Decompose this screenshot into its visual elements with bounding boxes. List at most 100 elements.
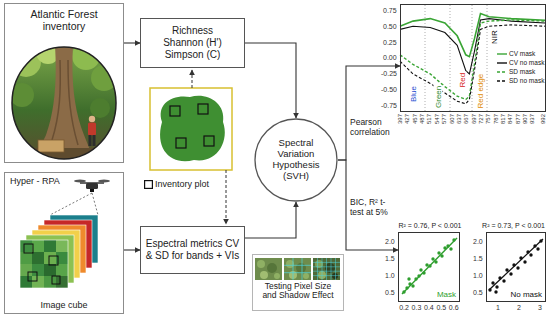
legend-sample bbox=[497, 80, 507, 81]
image-cube bbox=[20, 264, 32, 276]
canopy-image bbox=[332, 273, 338, 279]
scatter-points bbox=[502, 279, 505, 282]
tick-label: 907 bbox=[522, 114, 528, 124]
tick-label: 637 bbox=[456, 114, 462, 124]
flow-arrow bbox=[338, 160, 398, 250]
legend-entry: SD no mask bbox=[496, 77, 545, 84]
tick-label: 1.5 bbox=[385, 255, 395, 262]
image-cube bbox=[56, 276, 68, 288]
flow-arrow bbox=[245, 202, 296, 238]
metrics-box: Espectral metrics CV & SD for bands + VI… bbox=[140, 226, 245, 274]
scatter-points bbox=[536, 247, 539, 250]
image-cube bbox=[44, 264, 56, 276]
legend-sample bbox=[497, 60, 507, 66]
tick-label: 607 bbox=[449, 114, 455, 124]
band-label: Red edge bbox=[476, 73, 485, 110]
node-text: Testing Pixel Size and Shadow Effect bbox=[257, 282, 339, 301]
scatter-points bbox=[422, 271, 425, 274]
canopy-image bbox=[284, 258, 311, 280]
forest-photo bbox=[88, 123, 96, 136]
image-cube bbox=[28, 272, 37, 281]
view-lines bbox=[50, 193, 92, 215]
scatter-points bbox=[523, 260, 526, 263]
scatter-points bbox=[449, 247, 452, 250]
flow-arrow bbox=[338, 66, 400, 160]
flow-arrow bbox=[124, 42, 140, 43]
image-cube bbox=[32, 252, 44, 264]
scatter-points bbox=[434, 260, 437, 263]
scatter-points bbox=[402, 238, 457, 294]
flow-arrow bbox=[124, 249, 140, 250]
tick-label: 427 bbox=[404, 114, 410, 124]
forest-fragment bbox=[150, 88, 232, 170]
legend-text: CV mask bbox=[509, 50, 535, 57]
band-divider bbox=[425, 5, 487, 111]
tick-label: 937 bbox=[529, 114, 535, 124]
forest-photo bbox=[38, 140, 64, 152]
image-cube bbox=[56, 240, 68, 252]
scatter-points bbox=[446, 244, 449, 247]
scatter-points bbox=[437, 251, 440, 254]
forest-fragment bbox=[176, 138, 186, 148]
band-divider bbox=[425, 5, 487, 111]
forest-photo bbox=[10, 45, 120, 163]
edge-label: Pearson correlation bbox=[350, 118, 394, 138]
legend-sample bbox=[497, 71, 507, 72]
hypothesis-circle: Spectral Variation Hypothesis (SVH) bbox=[254, 118, 338, 202]
scatter-points bbox=[440, 254, 443, 257]
view-lines bbox=[50, 193, 98, 215]
tick-label: 0.50 bbox=[383, 23, 397, 30]
image-cube bbox=[20, 240, 68, 288]
forest-photo bbox=[10, 148, 120, 162]
scatter-points bbox=[529, 253, 532, 256]
dashed-arrow bbox=[226, 170, 227, 224]
tick-label: 0.5 bbox=[473, 289, 483, 296]
canopy-image bbox=[296, 263, 306, 273]
scatter-points bbox=[443, 246, 446, 249]
legend-entry: SD mask bbox=[496, 68, 536, 75]
legend-sample bbox=[497, 78, 507, 84]
scatter-points bbox=[411, 284, 414, 287]
legend-sample bbox=[497, 62, 507, 63]
panel-title: Hyper - RPA bbox=[10, 176, 60, 186]
edge-label: BIC, R² t-test at 5% bbox=[350, 198, 397, 218]
node-text: Espectral metrics CV & SD for bands + VI… bbox=[146, 238, 240, 262]
box-title: Richness bbox=[172, 25, 213, 37]
hypothesis-outline bbox=[255, 119, 337, 201]
forest-fragment bbox=[198, 104, 208, 114]
view-lines bbox=[92, 193, 98, 215]
scatter-points bbox=[452, 238, 455, 241]
tick-label: 1.5 bbox=[473, 255, 483, 262]
fit-statistic: R² = 0.73, P < 0.001 bbox=[482, 222, 545, 230]
tick-label: 577 bbox=[441, 114, 447, 124]
tick-label: 0.6 bbox=[449, 304, 459, 311]
forest-photo bbox=[12, 47, 116, 159]
canopy-image bbox=[313, 258, 340, 280]
scatter-points bbox=[402, 290, 405, 293]
tick-label: 787 bbox=[493, 114, 499, 124]
tick-label: 697 bbox=[471, 114, 477, 124]
forest-photo bbox=[72, 42, 100, 70]
canopy-image bbox=[255, 258, 282, 280]
scatter-points bbox=[405, 286, 408, 289]
tick-label: 2 bbox=[517, 304, 521, 311]
image-cube bbox=[32, 240, 44, 252]
scatter-plot: R² = 0.76, P < 0.001Mask bbox=[398, 232, 460, 302]
forest-fragment bbox=[150, 88, 232, 170]
dashed-arrow bbox=[192, 70, 193, 88]
tick-label: 727 bbox=[478, 114, 484, 124]
canopy-image bbox=[267, 263, 277, 273]
tick-label: 757 bbox=[485, 114, 491, 124]
scatter-points bbox=[519, 256, 522, 259]
scatter-points bbox=[431, 257, 434, 260]
image-cube bbox=[44, 240, 56, 252]
scatter-points bbox=[539, 239, 542, 242]
tick-label: 0.3 bbox=[412, 304, 422, 311]
panel-title: Atlantic Forest inventory bbox=[10, 8, 118, 32]
image-cube bbox=[52, 276, 60, 284]
tick-label: 2.0 bbox=[473, 238, 483, 245]
tick-label: 0.25 bbox=[383, 39, 397, 46]
legend-text: Inventory plot bbox=[155, 180, 209, 190]
image-cube bbox=[20, 276, 32, 288]
tick-label: 0.00 bbox=[383, 54, 397, 61]
